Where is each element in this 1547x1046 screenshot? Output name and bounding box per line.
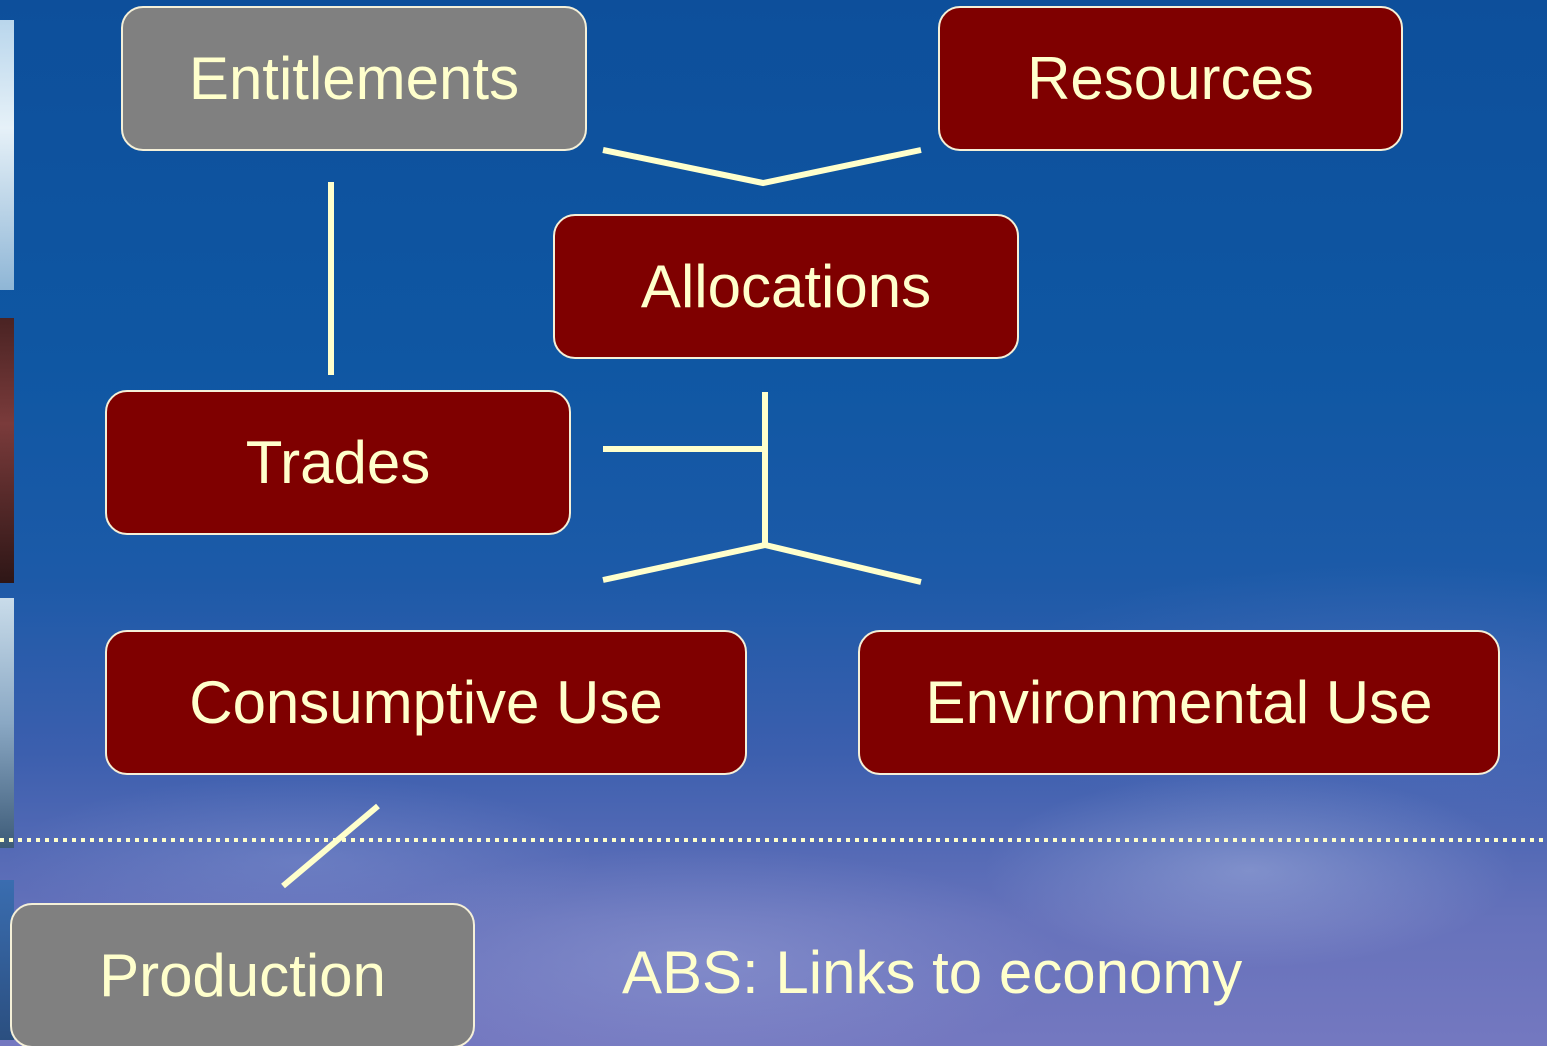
node-allocations-label: Allocations: [640, 253, 932, 320]
node-trades: Trades: [105, 390, 571, 535]
node-entitlements-label: Entitlements: [188, 45, 520, 112]
left-edge-photo-strip: [0, 598, 14, 848]
node-trades-label: Trades: [245, 429, 431, 496]
left-edge-photo-strip: [0, 318, 14, 583]
node-environmental-use: Environmental Use: [858, 630, 1500, 775]
node-allocations: Allocations: [553, 214, 1019, 359]
economy-links-caption: ABS: Links to economy: [622, 939, 1243, 1006]
node-environmental-use-label: Environmental Use: [925, 669, 1433, 736]
connector-consumptive-to-production: [281, 803, 380, 889]
node-resources: Resources: [938, 6, 1403, 151]
node-production: Production: [10, 903, 475, 1046]
node-production-label: Production: [99, 942, 386, 1009]
left-edge-photo-strip: [0, 20, 14, 290]
node-consumptive-use: Consumptive Use: [105, 630, 747, 775]
node-entitlements: Entitlements: [121, 6, 587, 151]
node-consumptive-use-label: Consumptive Use: [189, 669, 663, 736]
node-resources-label: Resources: [1027, 45, 1314, 112]
connector-split-to-uses: [602, 541, 922, 585]
connector-entitlements-resources-to-allocations: [602, 147, 922, 187]
